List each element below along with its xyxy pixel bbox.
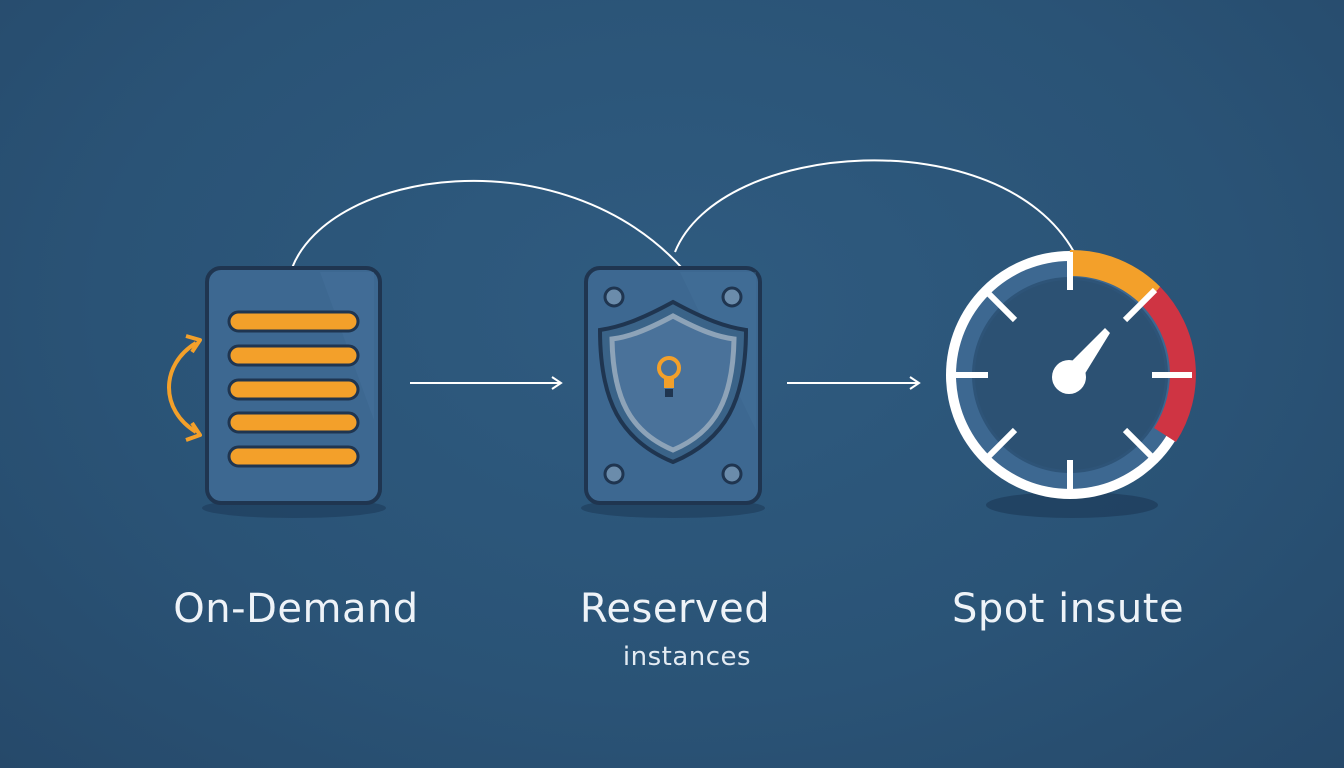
gauge-icon <box>946 250 1196 518</box>
key-icon <box>657 356 681 397</box>
label-reserved: Reserved <box>579 586 771 632</box>
label-on-demand: On-Demand <box>173 586 419 632</box>
arc-connector-1 <box>291 179 683 269</box>
server-rack-icon <box>167 266 386 518</box>
refresh-arrow-icon <box>167 334 202 442</box>
shield-lock-icon <box>581 266 765 518</box>
label-spot: Spot insute <box>951 586 1185 632</box>
arc-connector-2 <box>674 159 1075 253</box>
label-reserved-subtitle: instances <box>622 642 752 672</box>
gauge-ticks <box>948 252 1192 498</box>
server-slots <box>227 310 360 468</box>
